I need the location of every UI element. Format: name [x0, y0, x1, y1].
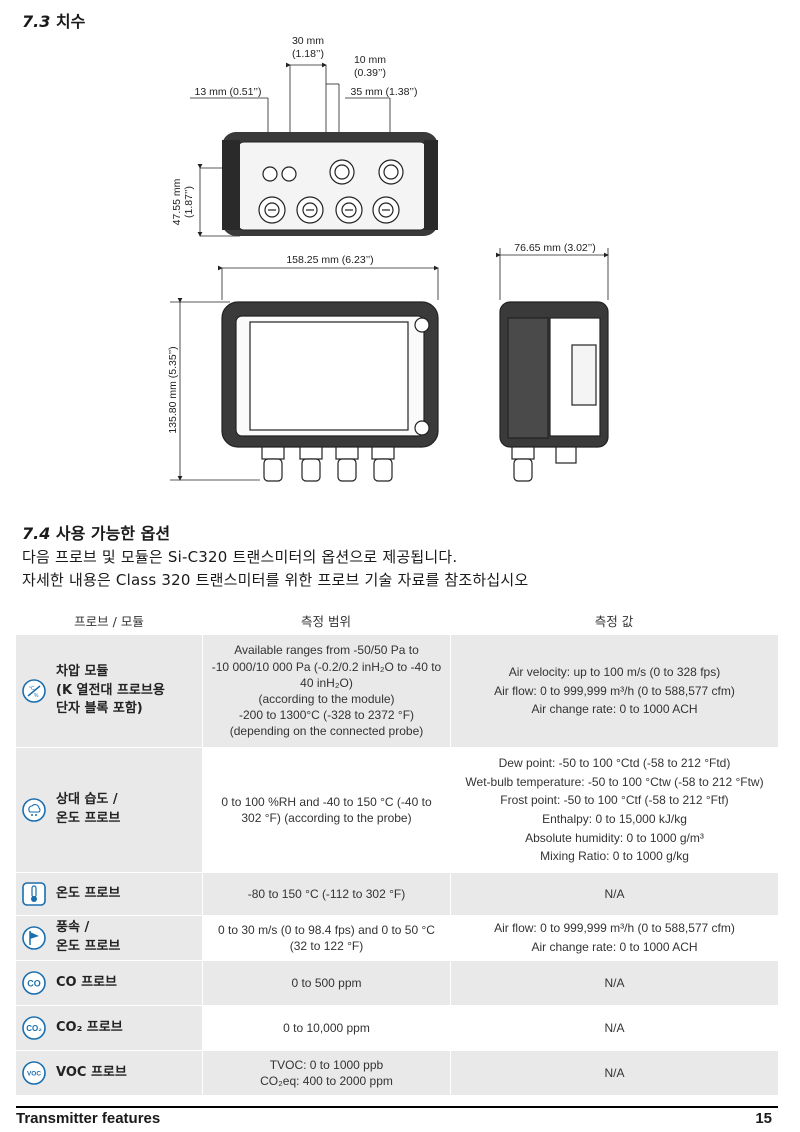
table-row: 상대 습도 / 온도 프로브 0 to 100 %RH and -40 to 1…	[16, 748, 778, 873]
svg-text:VOC: VOC	[27, 1071, 41, 1078]
dim-30-in: (1.18’’)	[292, 48, 324, 60]
svg-text:CO: CO	[27, 979, 41, 989]
dim-10-in: (0.39’’)	[354, 67, 386, 79]
thermometer-icon	[22, 882, 46, 906]
section-heading-dimensions: 7.3 치수	[22, 12, 86, 31]
dim-76: 76.65 mm (3.02’’)	[514, 242, 596, 254]
header-probe: 프로브 / 모듈	[74, 613, 144, 629]
table-row: 풍속 / 온도 프로브 0 to 30 m/s (0 to 98.4 fps) …	[16, 916, 778, 961]
values-cell: Air flow: 0 to 999,999 m³/h (0 to 588,57…	[450, 916, 778, 960]
intro-line-1: 다음 프로브 및 모듈은 Si-C320 트랜스미터의 옵션으로 제공됩니다.	[22, 548, 458, 566]
svg-text:°C: °C	[29, 686, 35, 692]
footer-rule	[16, 1106, 778, 1108]
differential-pressure-icon: °C%	[22, 679, 46, 703]
co-icon: CO	[22, 971, 46, 995]
range-cell: -80 to 150 °C (-112 to 302 °F)	[202, 873, 450, 915]
values-cell: N/A	[450, 961, 778, 1005]
range-cell: 0 to 100 %RH and -40 to 150 °C (-40 to 3…	[202, 748, 450, 872]
intro-line-2: 자세한 내용은 Class 320 트랜스미터를 위한 프로브 기술 자료를 참…	[22, 571, 529, 589]
values-cell: N/A	[450, 873, 778, 915]
probe-cell: 온도 프로브	[16, 873, 202, 915]
air-velocity-icon	[22, 926, 46, 950]
device-top-view	[222, 132, 438, 236]
co2-icon: CO₂	[22, 1016, 46, 1040]
probe-cell: 풍속 / 온도 프로브	[16, 916, 202, 960]
range-cell: TVOC: 0 to 1000 ppb CO₂eq: 400 to 2000 p…	[202, 1051, 450, 1095]
dim-35: 35 mm (1.38’’)	[351, 86, 418, 98]
values-cell: Air velocity: up to 100 m/s (0 to 328 fp…	[450, 635, 778, 747]
svg-text:CO₂: CO₂	[26, 1024, 42, 1033]
voc-icon: VOC	[22, 1061, 46, 1085]
table-row: VOC VOC 프로브 TVOC: 0 to 1000 ppb CO₂eq: 4…	[16, 1051, 778, 1096]
range-cell: 0 to 30 m/s (0 to 98.4 fps) and 0 to 50 …	[202, 916, 450, 960]
values-cell: N/A	[450, 1006, 778, 1050]
range-cell: 0 to 500 ppm	[202, 961, 450, 1005]
table-row: °C% 차압 모듈 (K 열전대 프로브용 단자 블록 포함) Availabl…	[16, 635, 778, 748]
table-row: CO₂ CO₂ 프로브 0 to 10,000 ppm N/A	[16, 1006, 778, 1051]
probe-cell: CO CO 프로브	[16, 961, 202, 1005]
dimension-drawing: 30 mm (1.18’’) 10 mm (0.39’’) 13 mm (0.5…	[167, 35, 609, 482]
dim-30: 30 mm	[292, 35, 324, 47]
dim-135: 135.80 mm (5.35’’)	[167, 346, 179, 433]
dim-158: 158.25 mm (6.23’’)	[286, 254, 373, 266]
values-cell: Dew point: -50 to 100 °Ctd (-58 to 212 °…	[450, 748, 778, 872]
footer-title: Transmitter features	[16, 1110, 161, 1127]
header-values: 측정 값	[594, 613, 634, 629]
probe-cell: 상대 습도 / 온도 프로브	[16, 748, 202, 872]
svg-text:%: %	[34, 693, 39, 699]
header-range: 측정 범위	[301, 613, 351, 629]
range-cell: Available ranges from -50/50 Pa to -10 0…	[202, 635, 450, 747]
options-table: 프로브 / 모듈 측정 범위 측정 값 °C% 차압 모듈 (K 열전대 프로브…	[16, 605, 778, 1096]
dim-13: 13 mm (0.51’’)	[195, 86, 262, 98]
probe-cell: VOC VOC 프로브	[16, 1051, 202, 1095]
section-heading-options: 7.4 사용 가능한 옵션	[22, 524, 171, 543]
probe-cell: CO₂ CO₂ 프로브	[16, 1006, 202, 1050]
probe-cell: °C% 차압 모듈 (K 열전대 프로브용 단자 블록 포함)	[16, 635, 202, 747]
dim-10: 10 mm	[354, 54, 386, 66]
range-cell: 0 to 10,000 ppm	[202, 1006, 450, 1050]
device-front-view	[170, 265, 439, 482]
table-row: 온도 프로브 -80 to 150 °C (-112 to 302 °F) N/…	[16, 873, 778, 916]
page-number: 15	[755, 1110, 772, 1127]
values-cell: N/A	[450, 1051, 778, 1095]
device-side-view	[496, 248, 609, 482]
table-row: CO CO 프로브 0 to 500 ppm N/A	[16, 961, 778, 1006]
table-header: 프로브 / 모듈 측정 범위 측정 값	[16, 605, 778, 635]
dim-47: 47.55 mm	[171, 178, 183, 225]
dim-47-in: (1.87’’)	[183, 186, 195, 218]
humidity-icon	[22, 798, 46, 822]
